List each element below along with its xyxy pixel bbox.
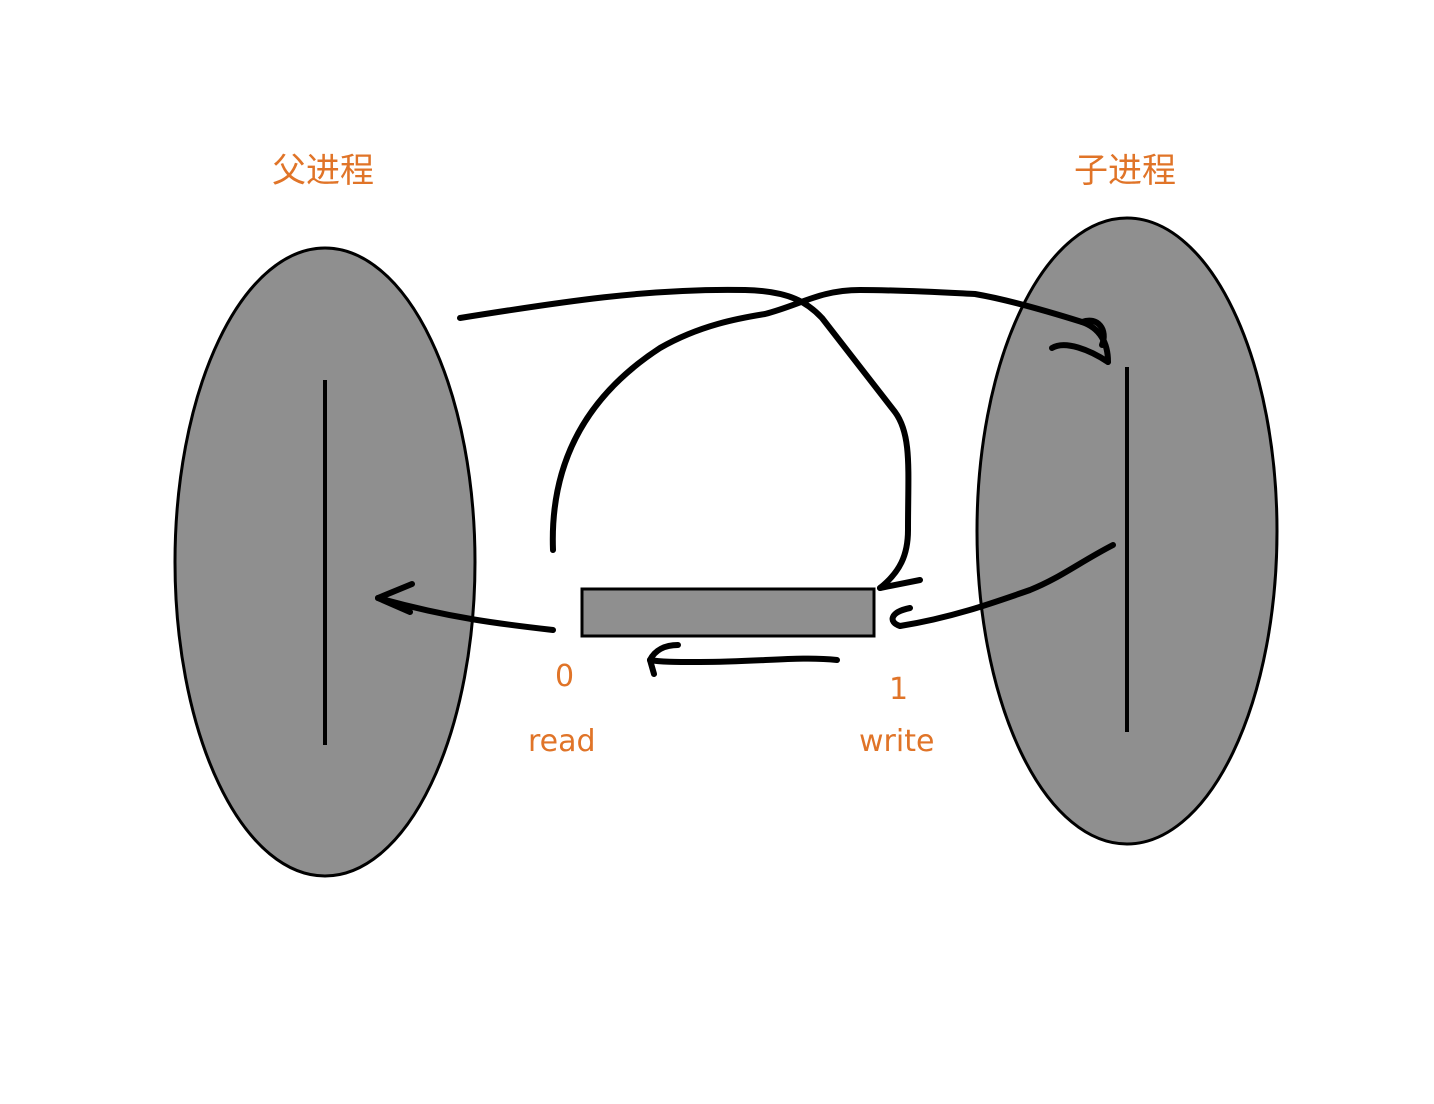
- arrowhead-pipe-to-child: [1049, 342, 1111, 365]
- child-process-title: 子进程: [1074, 151, 1176, 191]
- arrowhead-child-to-write-end: [889, 605, 913, 629]
- arrowhead-read-end-to-parent-upper: [375, 581, 415, 601]
- pipe-buffer: [580, 587, 876, 638]
- arrowhead-pipe-to-child-loop: [1079, 317, 1107, 348]
- arrowhead-parent-to-write-end: [877, 577, 923, 591]
- arrow-pipe-flow: [647, 655, 840, 665]
- write-end-name-label: write: [859, 724, 935, 759]
- arrowhead-pipe-flow-lower: [647, 657, 657, 677]
- write-end-fd-label: 1: [889, 672, 909, 707]
- arrow-parent-to-write-end: [457, 286, 912, 591]
- read-end-name-label: read: [528, 724, 596, 759]
- parent-process-title: 父进程: [272, 151, 374, 191]
- arrow-child-to-write-end: [897, 542, 1116, 629]
- read-end-fd-label: 0: [555, 659, 575, 694]
- arrowhead-pipe-flow-upper: [647, 642, 681, 663]
- arrowhead-read-end-to-parent-lower: [375, 595, 413, 615]
- arrow-read-end-to-parent: [375, 595, 556, 633]
- arrow-pipe-to-child: [549, 287, 1111, 553]
